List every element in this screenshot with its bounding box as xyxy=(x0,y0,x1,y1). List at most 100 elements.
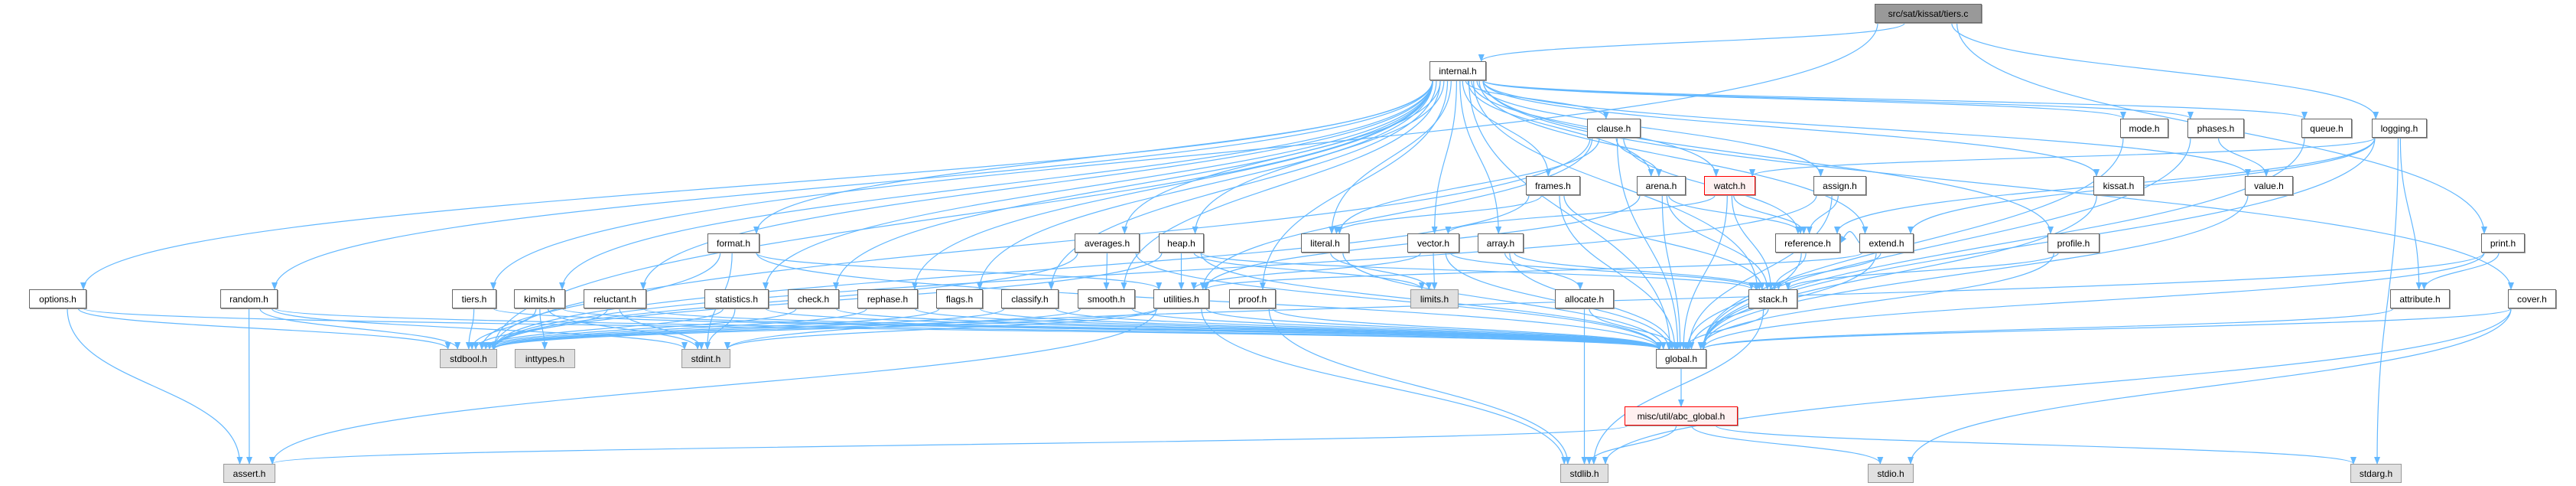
graph-node-value[interactable]: value.h xyxy=(2245,176,2293,195)
edge-utilities-to-assert xyxy=(269,308,1157,465)
graph-node-classify[interactable]: classify.h xyxy=(1001,289,1059,308)
edge-internal-to-reluctant xyxy=(640,80,1433,290)
graph-node-tiers-c[interactable]: src/sat/kissat/tiers.c xyxy=(1875,4,1982,23)
graph-node-stdbool: stdbool.h xyxy=(440,349,497,368)
graph-node-proof[interactable]: proof.h xyxy=(1229,289,1276,308)
graph-node-internal[interactable]: internal.h xyxy=(1429,61,1486,80)
graph-node-options[interactable]: options.h xyxy=(29,289,86,308)
graph-node-heap[interactable]: heap.h xyxy=(1159,233,1204,253)
graph-node-cover[interactable]: cover.h xyxy=(2508,289,2556,308)
edge-abc_global-to-assert xyxy=(269,425,1628,465)
edge-smooth-to-stdbool xyxy=(491,308,1081,350)
edge-profile-to-global xyxy=(1697,252,2054,350)
graph-node-global[interactable]: global.h xyxy=(1656,349,1706,368)
edge-literal-to-limits xyxy=(1330,252,1433,290)
graph-node-abc-global[interactable]: misc/util/abc_global.h xyxy=(1625,406,1738,426)
edge-heap-to-stack xyxy=(1200,252,1755,290)
edge-reference-to-global xyxy=(1684,252,1802,350)
graph-node-assign[interactable]: assign.h xyxy=(1813,176,1866,195)
edge-allocate-to-global xyxy=(1589,308,1680,350)
graph-node-kimits[interactable]: kimits.h xyxy=(514,289,565,308)
edge-arena-to-stack xyxy=(1666,194,1771,290)
graph-node-mode[interactable]: mode.h xyxy=(2120,119,2168,138)
edge-flags-to-stdbool xyxy=(490,308,940,350)
graph-node-attribute[interactable]: attribute.h xyxy=(2390,289,2450,308)
graph-node-utilities[interactable]: utilities.h xyxy=(1153,289,1209,308)
graph-node-stdlib: stdlib.h xyxy=(1560,464,1608,483)
graph-node-phases[interactable]: phases.h xyxy=(2187,119,2244,138)
edge-internal-to-mode xyxy=(1482,80,2126,119)
edge-options-to-stdbool xyxy=(77,308,451,350)
graph-node-logging[interactable]: logging.h xyxy=(2372,119,2427,138)
edge-internal-to-phases xyxy=(1482,80,2194,119)
graph-node-rephase[interactable]: rephase.h xyxy=(857,289,918,308)
edge-phases-to-value xyxy=(2217,137,2269,177)
edge-frames-to-stdbool xyxy=(491,194,1530,350)
edge-internal-to-cover xyxy=(1482,80,2514,290)
graph-node-flags[interactable]: flags.h xyxy=(936,289,983,308)
graph-node-profile[interactable]: profile.h xyxy=(2047,233,2100,253)
graph-node-smooth[interactable]: smooth.h xyxy=(1078,289,1135,308)
edge-utilities-to-stdbool xyxy=(491,308,1157,350)
graph-node-stack[interactable]: stack.h xyxy=(1748,289,1797,308)
edge-profile-to-stack xyxy=(1784,252,2059,290)
graph-node-print[interactable]: print.h xyxy=(2481,233,2525,253)
edge-reference-to-stack xyxy=(1771,252,1807,290)
graph-node-statistics[interactable]: statistics.h xyxy=(704,289,769,308)
edge-attribute-to-global xyxy=(1700,308,2394,350)
edge-watch-to-stack xyxy=(1731,194,1774,290)
edge-internal-to-stdbool xyxy=(491,80,1433,350)
graph-node-array[interactable]: array.h xyxy=(1478,233,1524,253)
graph-node-tiers-h[interactable]: tiers.h xyxy=(452,289,496,308)
edge-internal-to-kissat xyxy=(1482,80,2100,177)
graph-node-stdio: stdio.h xyxy=(1868,464,1914,483)
graph-node-limits: limits.h xyxy=(1410,289,1459,308)
graph-node-extend[interactable]: extend.h xyxy=(1859,233,1914,253)
edge-kimits-to-global xyxy=(561,308,1662,350)
graph-node-averages[interactable]: averages.h xyxy=(1075,233,1140,253)
edge-clause-to-global xyxy=(1616,137,1681,350)
edge-random-to-stdbool xyxy=(259,308,461,350)
edge-internal-to-proof xyxy=(1259,80,1449,290)
graph-node-allocate[interactable]: allocate.h xyxy=(1555,289,1614,308)
edge-vector-to-stack xyxy=(1449,252,1759,290)
edge-internal-to-stack xyxy=(1473,80,1761,290)
edge-cover-to-stdio xyxy=(1908,308,2512,465)
edge-value-to-global xyxy=(1700,194,2249,350)
edge-tiers_c-to-tiers_h xyxy=(490,22,1878,290)
graph-node-format[interactable]: format.h xyxy=(707,233,759,253)
edge-logging-to-watch xyxy=(1749,137,2376,177)
edge-options-to-assert xyxy=(67,308,243,465)
edge-internal-to-queue xyxy=(1482,80,2308,119)
graph-node-watch[interactable]: watch.h xyxy=(1704,176,1755,195)
edge-cover-to-stdlib xyxy=(1602,308,2512,465)
edge-watch-to-global xyxy=(1680,194,1728,350)
edge-kissat-to-global xyxy=(1699,194,2097,350)
graph-node-vector[interactable]: vector.h xyxy=(1407,233,1459,253)
graph-node-literal[interactable]: literal.h xyxy=(1301,233,1349,253)
graph-node-random[interactable]: random.h xyxy=(220,289,278,308)
edge-phases-to-global xyxy=(1700,137,2191,350)
graph-node-assert: assert.h xyxy=(223,464,275,483)
edge-internal-to-extend xyxy=(1478,80,1869,234)
graph-node-arena[interactable]: arena.h xyxy=(1637,176,1686,195)
edge-internal-to-profile xyxy=(1482,80,2054,234)
edge-classify-to-global xyxy=(1055,308,1662,350)
edge-abc_global-to-stdarg xyxy=(1715,425,2356,465)
edge-utilities-to-stdlib xyxy=(1201,308,1568,465)
graph-node-reference[interactable]: reference.h xyxy=(1775,233,1840,253)
graph-node-frames[interactable]: frames.h xyxy=(1526,176,1580,195)
graph-node-inttypes: inttypes.h xyxy=(515,349,575,368)
graph-node-kissat[interactable]: kissat.h xyxy=(2093,176,2144,195)
edge-frames-to-stack xyxy=(1563,194,1765,290)
graph-node-check[interactable]: check.h xyxy=(788,289,839,308)
edge-classify-to-stdbool xyxy=(491,308,1005,350)
edge-logging-to-global xyxy=(1700,137,2376,350)
graph-node-queue[interactable]: queue.h xyxy=(2301,119,2352,138)
graph-node-clause[interactable]: clause.h xyxy=(1587,119,1641,138)
edge-stack-to-stdlib xyxy=(1590,308,1764,465)
edge-logging-to-stdarg xyxy=(2374,137,2399,465)
edge-clause-to-utilities xyxy=(1199,137,1593,290)
graph-node-reluctant[interactable]: reluctant.h xyxy=(584,289,646,308)
